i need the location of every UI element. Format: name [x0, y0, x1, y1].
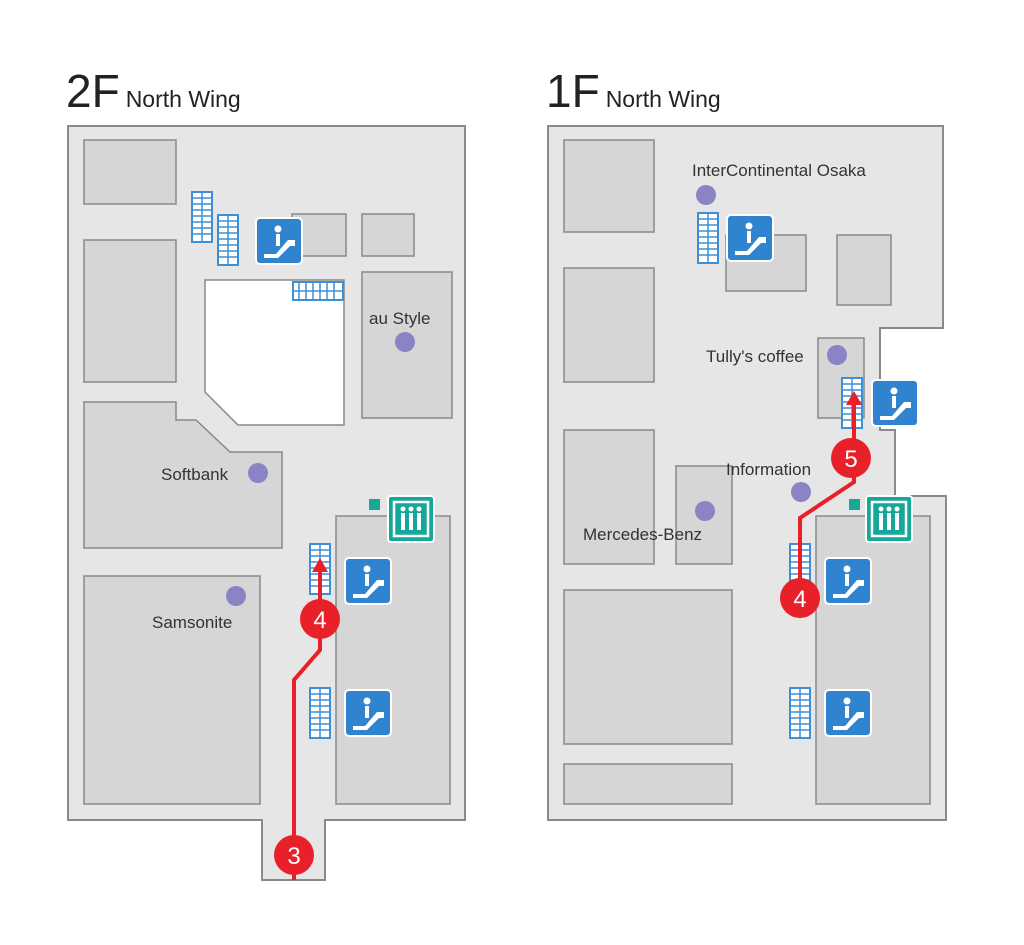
shop-block — [563, 763, 733, 805]
route-step-number: 4 — [793, 586, 806, 613]
poi-label-samsonite: Samsonite — [152, 613, 232, 632]
poi-marker-icon — [696, 185, 716, 205]
route-step-marker — [300, 599, 340, 639]
escalator-icon — [255, 217, 303, 265]
poi-label-au-style: au Style — [369, 309, 430, 328]
stairs-icon — [217, 214, 239, 266]
elevator-marker — [369, 499, 380, 510]
shop-block — [83, 401, 283, 549]
route-step-marker — [780, 578, 820, 618]
poi-label-softbank: Softbank — [161, 465, 229, 484]
route-step-number: 4 — [313, 607, 326, 634]
poi-marker-icon — [791, 482, 811, 502]
floor-level: 2F — [66, 65, 120, 117]
stairs-icon — [309, 687, 331, 739]
atrium-void — [204, 279, 345, 426]
escalator-icon — [824, 689, 872, 737]
poi-marker-icon — [248, 463, 268, 483]
floor-map-2f: au Style Softbank Samsonite 3 4 — [67, 125, 466, 881]
stairs-icon — [292, 281, 344, 301]
route-step-marker — [274, 835, 314, 875]
poi-label-information: Information — [726, 460, 811, 479]
poi-marker-icon — [827, 345, 847, 365]
route-step-number: 3 — [287, 843, 300, 870]
shop-block — [361, 213, 415, 257]
shop-block — [83, 239, 177, 383]
escalator-icon — [344, 689, 392, 737]
route-path-1f: 4 5 — [780, 391, 871, 618]
poi-marker-icon — [226, 586, 246, 606]
poi-label-mercedes: Mercedes-Benz — [583, 525, 702, 544]
floor-level: 1F — [546, 65, 600, 117]
shop-block — [83, 139, 177, 205]
escalator-icon — [824, 557, 872, 605]
shop-block — [563, 139, 655, 233]
shop-block — [563, 589, 733, 745]
poi-marker-icon — [395, 332, 415, 352]
route-step-marker — [831, 438, 871, 478]
route-step-number: 5 — [844, 446, 857, 473]
shop-block — [563, 267, 655, 383]
poi-marker-icon — [695, 501, 715, 521]
escalator-icon — [344, 557, 392, 605]
escalator-icon — [726, 214, 774, 262]
floor-map-1f: InterContinental Osaka Tully's coffee In… — [547, 125, 947, 821]
escalator-icon — [871, 379, 919, 427]
elevator-icon — [864, 494, 914, 544]
wing-name: North Wing — [605, 86, 721, 112]
stairs-icon — [191, 191, 213, 243]
stairs-icon — [697, 212, 719, 264]
route-path-2f: 3 4 — [274, 558, 340, 880]
elevator-icon — [386, 494, 436, 544]
shop-block — [83, 575, 261, 805]
shop-block — [563, 429, 655, 565]
shop-block — [836, 234, 892, 306]
wing-name: North Wing — [125, 86, 241, 112]
poi-label-intercontinental: InterContinental Osaka — [692, 161, 866, 180]
poi-label-tullys: Tully's coffee — [706, 347, 804, 366]
elevator-marker — [849, 499, 860, 510]
stairs-icon — [789, 687, 811, 739]
